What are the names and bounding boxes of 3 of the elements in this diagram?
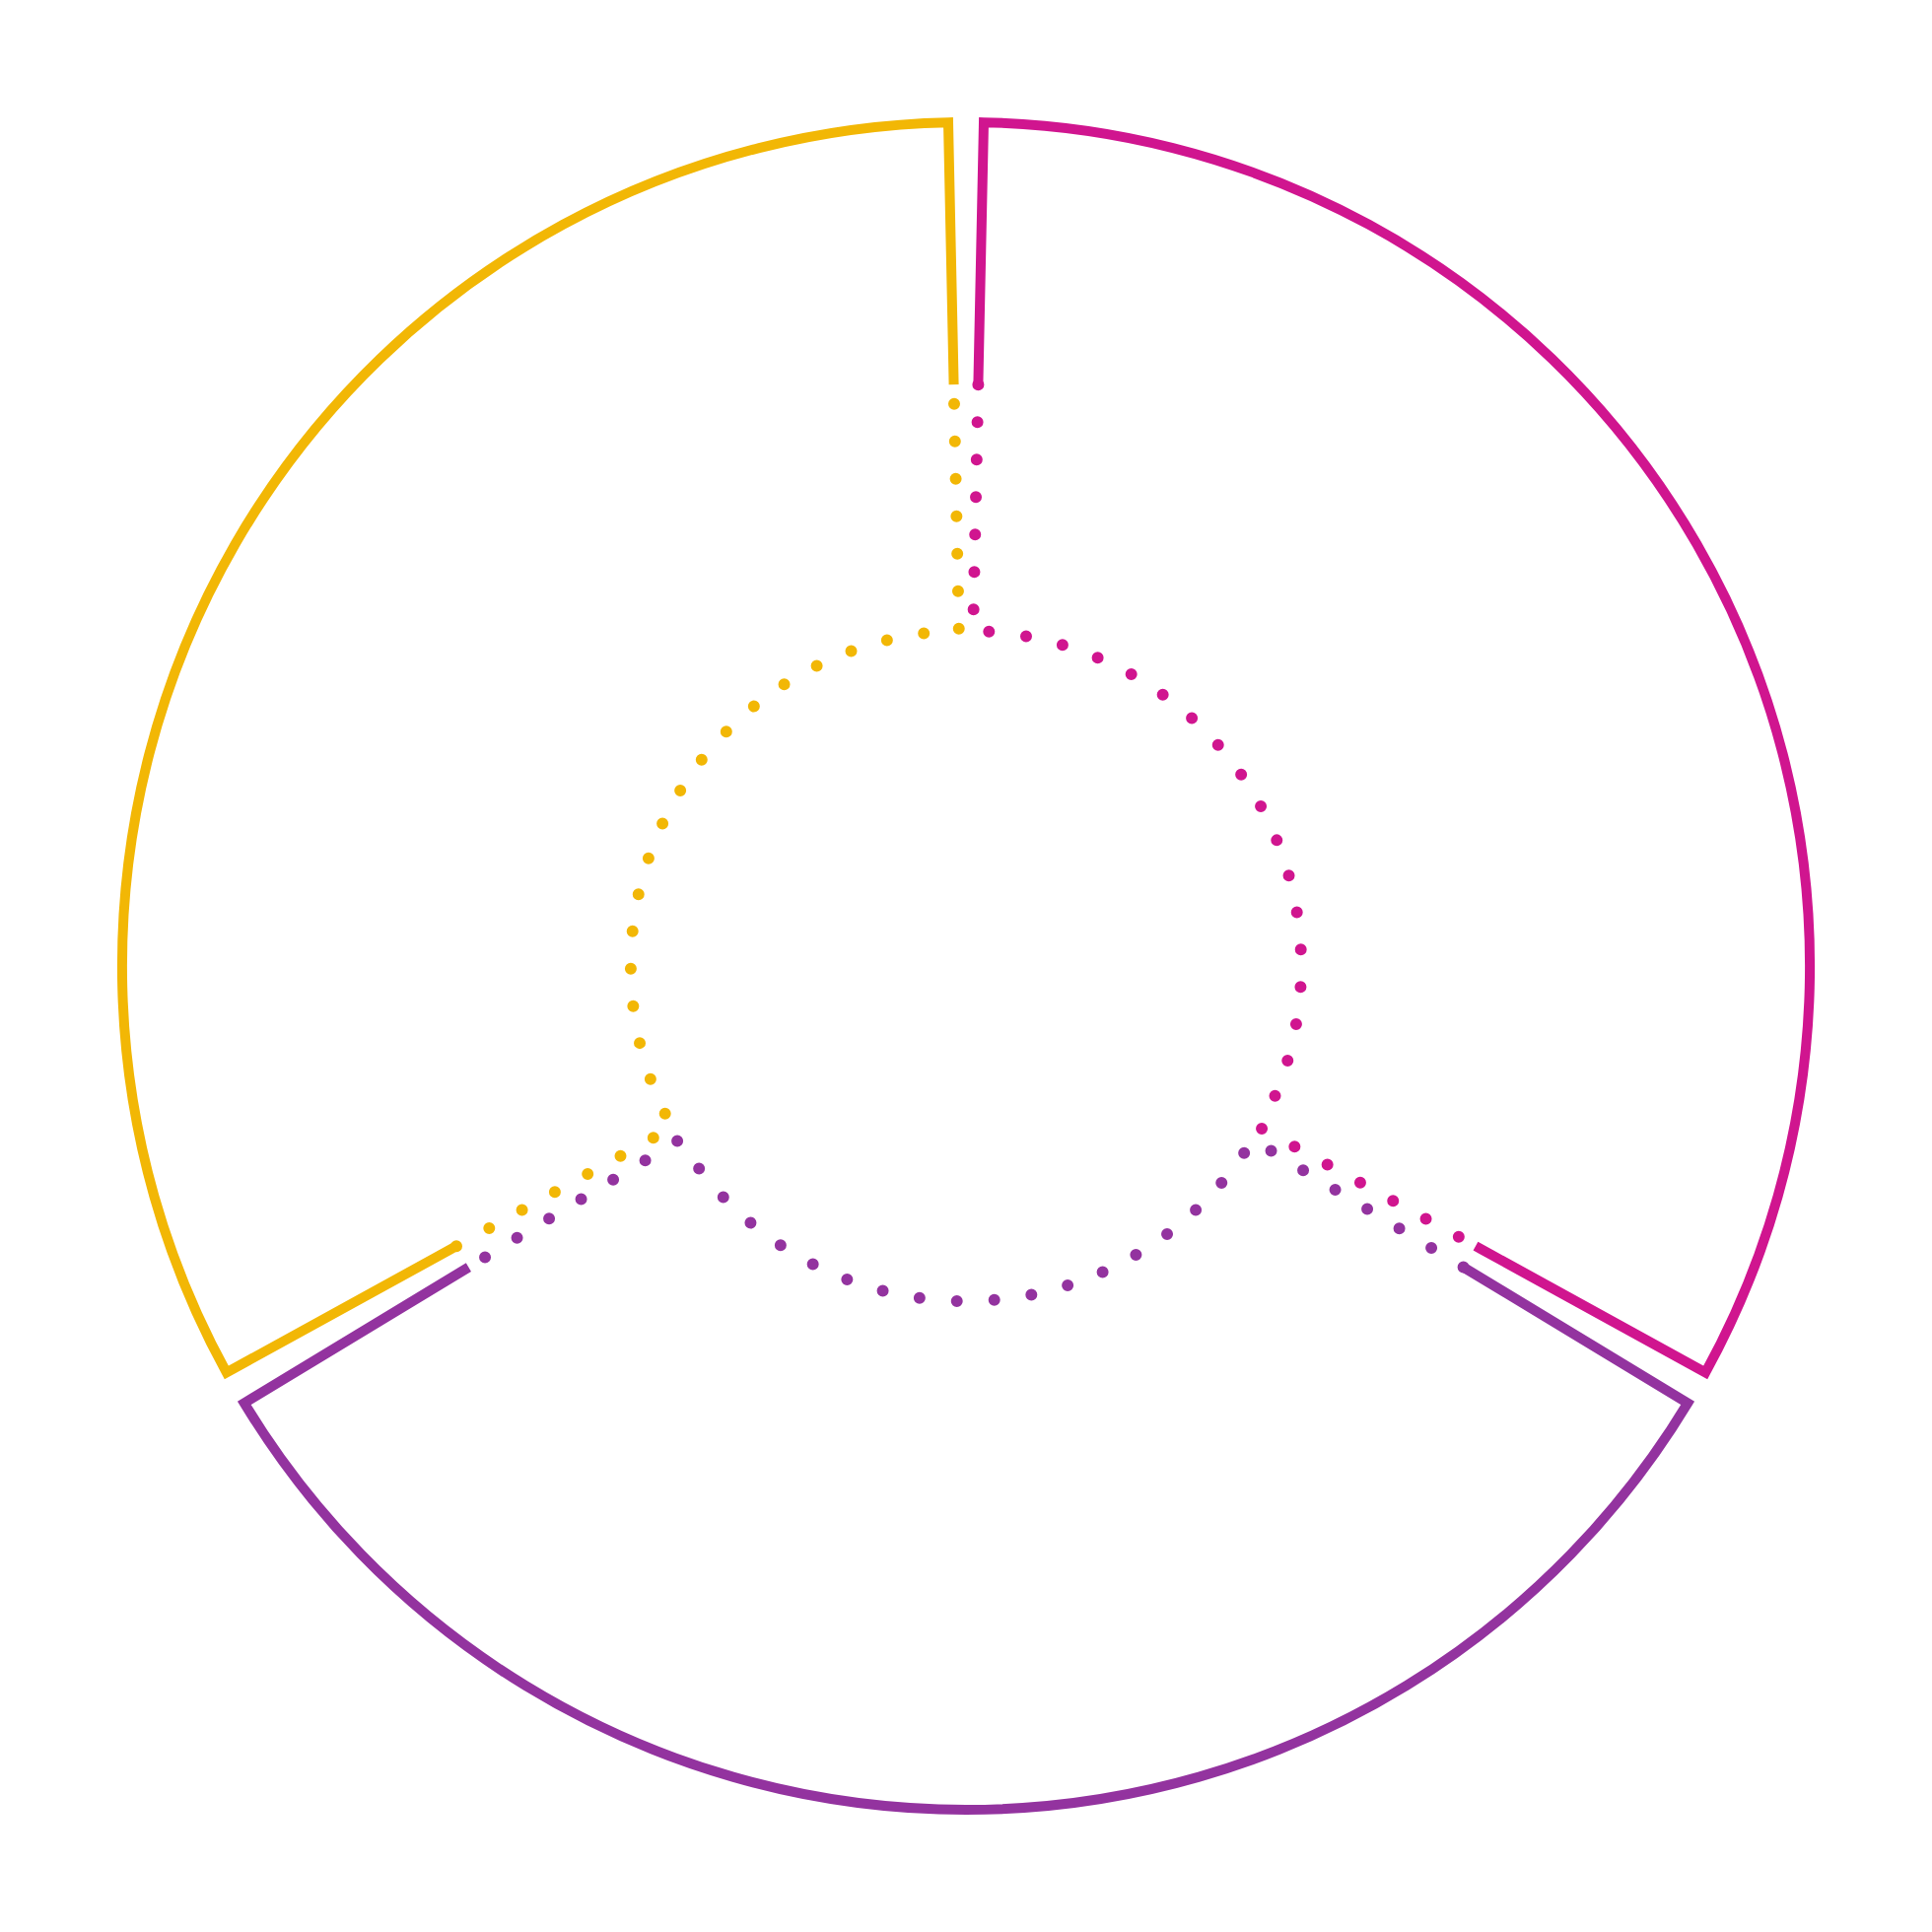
sector-outline bbox=[967, 117, 1815, 1378]
sector-outline bbox=[239, 1134, 1693, 1815]
sector-outline bbox=[117, 117, 965, 1378]
